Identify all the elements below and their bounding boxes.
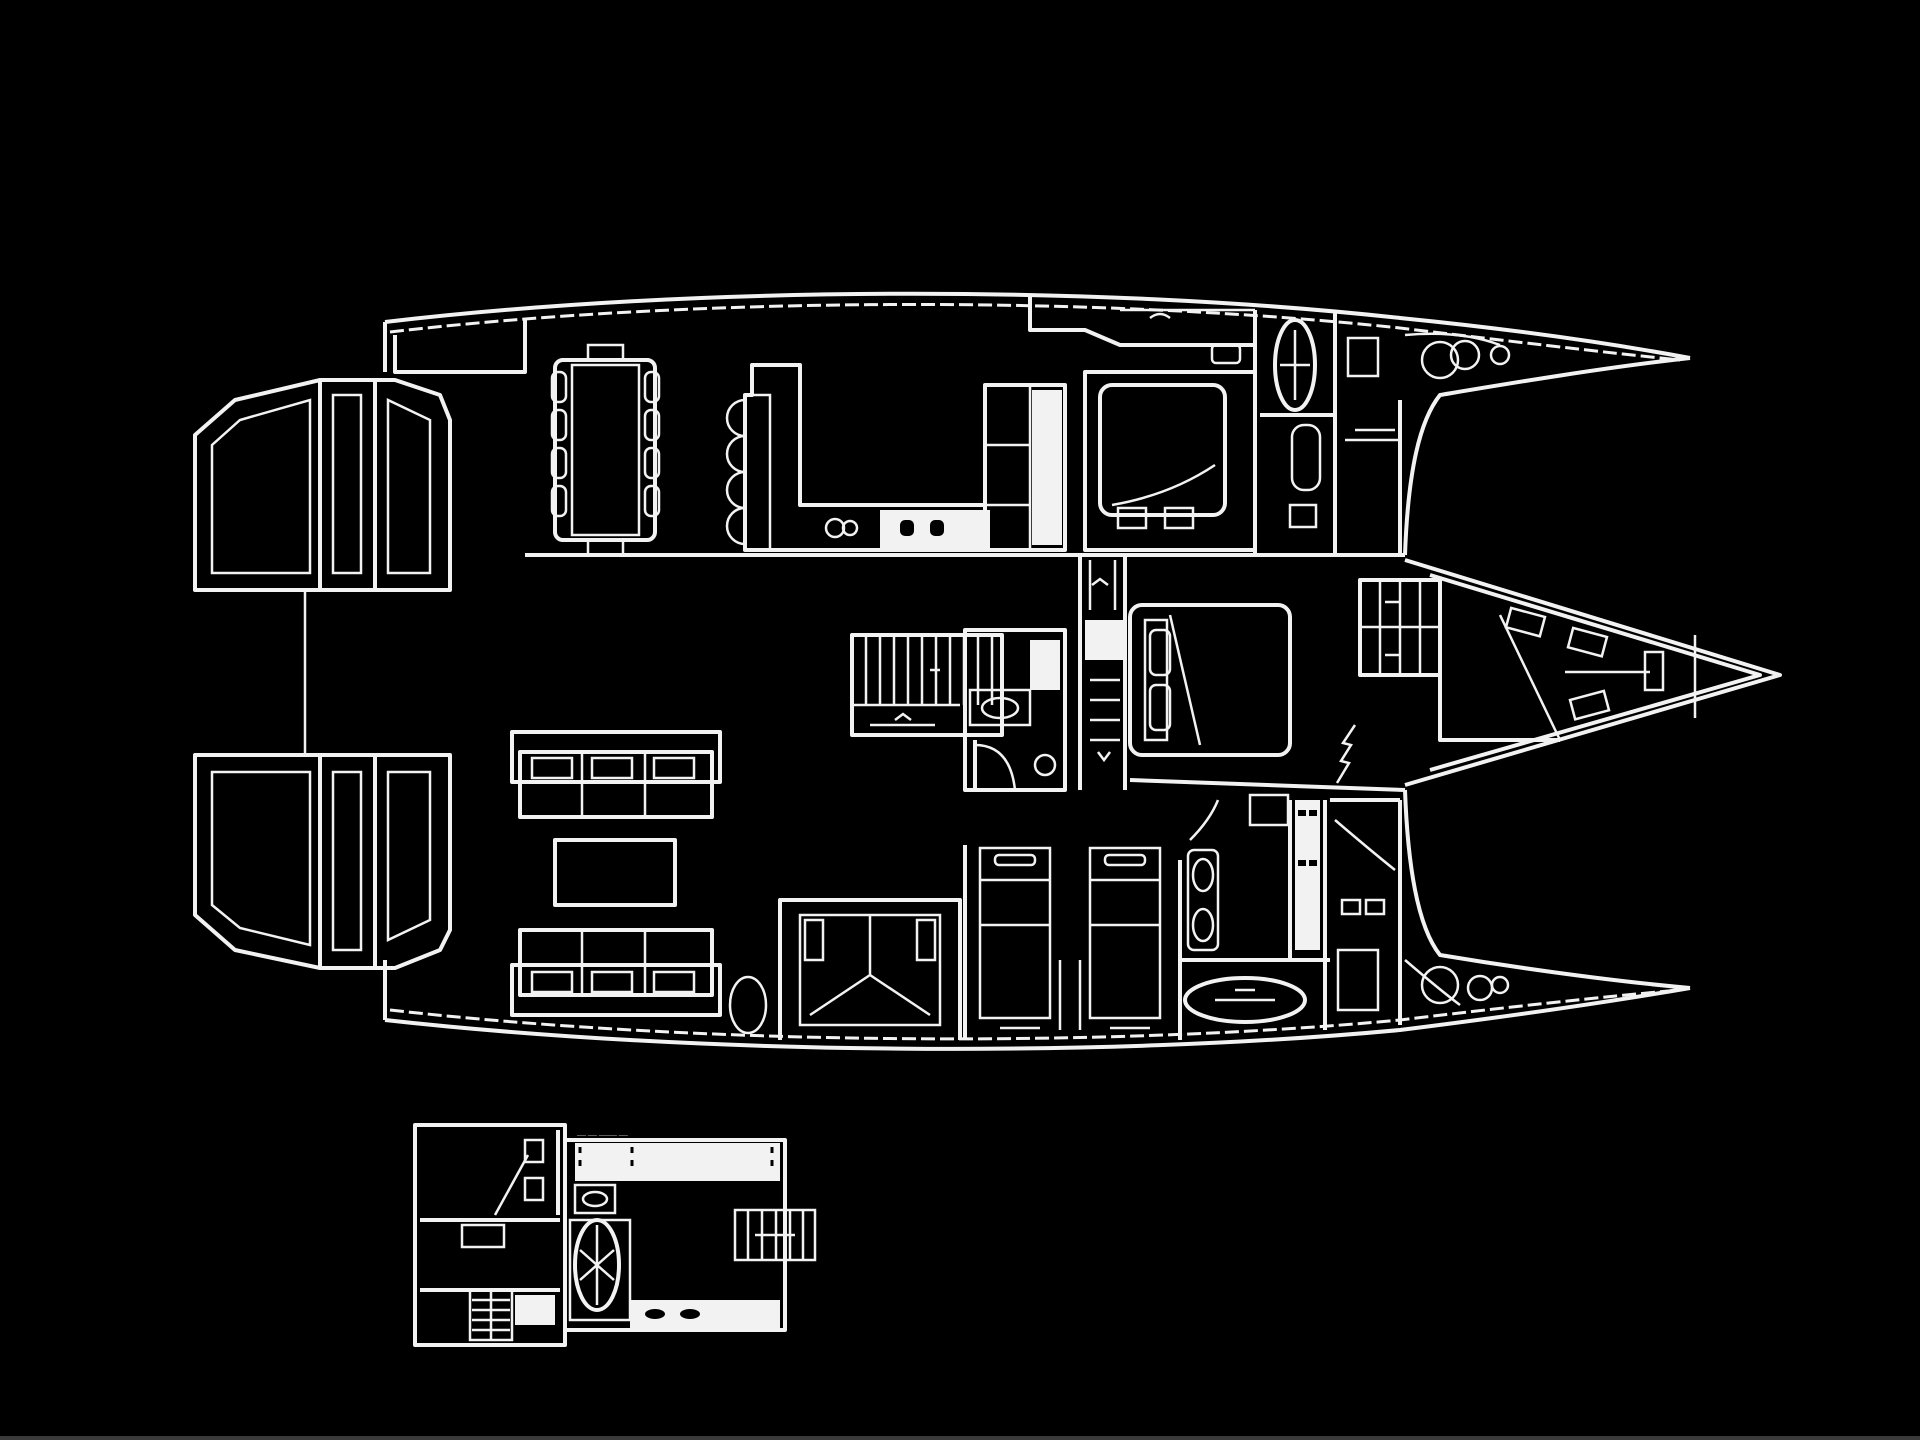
bow-cabin <box>1358 578 1697 742</box>
inset-deck-stairs <box>733 1208 817 1262</box>
bathroom-tub <box>1178 799 1330 1040</box>
forward-port-cabin <box>1330 798 1402 1025</box>
hull-outline <box>383 291 1782 1051</box>
staircase <box>850 633 1004 737</box>
day-head <box>963 628 1067 792</box>
forward-starboard-cabin <box>1253 310 1402 555</box>
bottom-edge-strip <box>0 1436 1920 1440</box>
guest-cabin-double <box>778 898 962 1040</box>
aft-port-deck-seats <box>193 378 452 592</box>
galley-stove <box>824 517 859 539</box>
aft-starboard-deck-seats <box>193 753 452 970</box>
lower-corridor <box>1248 793 1327 1030</box>
galley-sinks <box>880 510 990 548</box>
central-corridor <box>1078 555 1127 790</box>
saloon-lounge <box>510 730 768 1035</box>
bow-heads-upper <box>1345 332 1511 442</box>
bow-heads-lower <box>1404 959 1510 1006</box>
inset-jacuzzi <box>568 1218 632 1322</box>
inset-stairs <box>468 1288 555 1342</box>
master-cabin <box>1128 603 1406 792</box>
guest-cabin-single <box>963 845 1162 1040</box>
upper-corridor <box>525 295 1405 557</box>
inset-caption: ___ ___ ______ ___ <box>576 1129 629 1136</box>
inset-plan: ___ ___ ______ ___ <box>413 1123 817 1347</box>
dining-chairs <box>550 370 661 518</box>
galley <box>824 370 1257 552</box>
dining-table <box>550 343 661 557</box>
